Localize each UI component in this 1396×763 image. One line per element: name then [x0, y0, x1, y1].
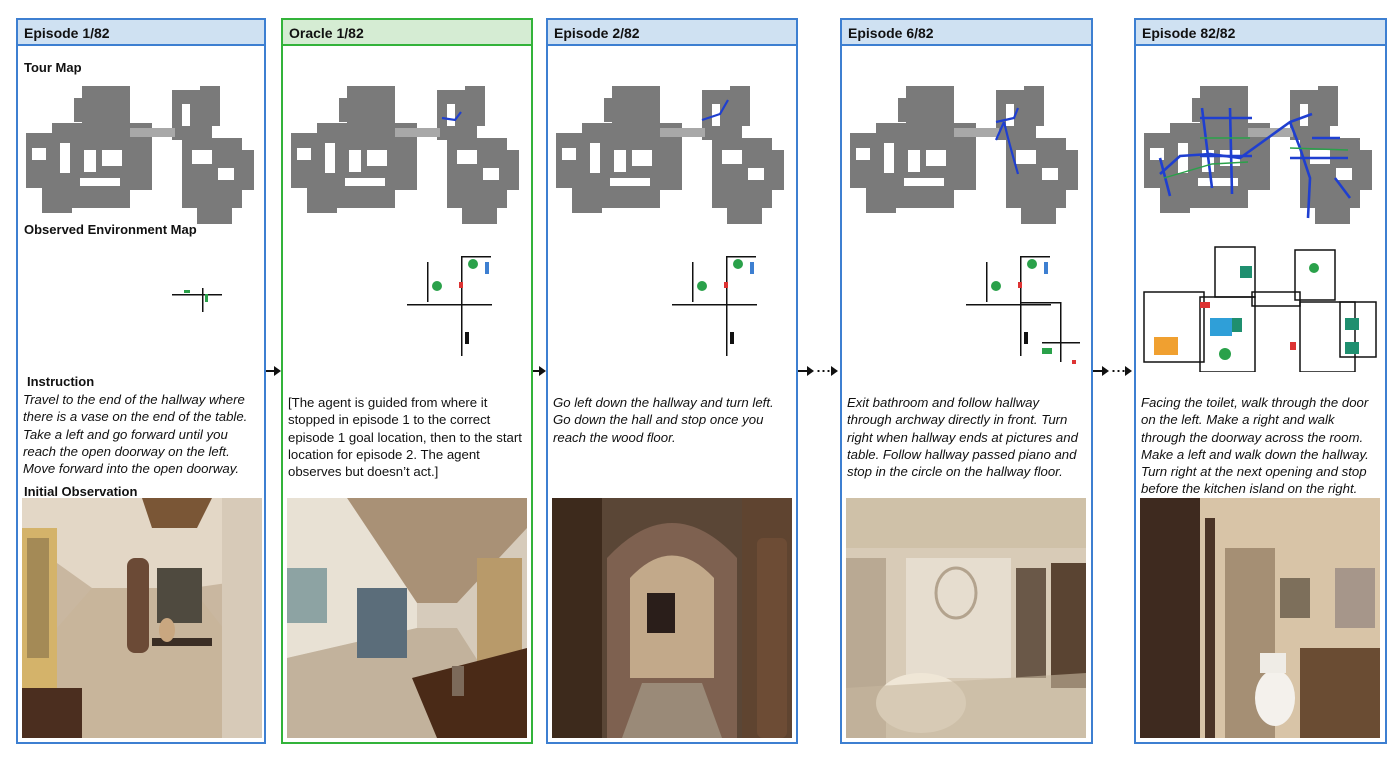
arrow-3-dotted	[798, 366, 840, 376]
panel-episode-2: Episode 2/82 Go left down the hallway an…	[546, 18, 798, 744]
observed-environment-map	[846, 242, 1086, 372]
observed-environment-map	[1143, 246, 1377, 372]
instruction-text: [The agent is guided from where it stopp…	[288, 395, 522, 480]
observed-map-label: Observed Environment Map	[24, 222, 197, 237]
instruction-text: Go left down the hallway and turn left. …	[553, 395, 774, 445]
initial-observation-image	[287, 498, 527, 738]
instruction-text: Facing the toilet, walk through the door…	[1141, 395, 1369, 497]
arrow-1	[266, 366, 281, 376]
tour-map	[850, 86, 1078, 224]
panel-episode-6: Episode 6/82 Exit bathroom and follow ha…	[840, 18, 1093, 744]
instruction-text: Exit bathroom and follow hallway through…	[847, 395, 1078, 480]
panel-title: Oracle 1/82	[283, 20, 531, 46]
initial-observation-image	[1140, 498, 1380, 738]
panel-title: Episode 1/82	[18, 20, 264, 46]
initial-observation-label: Initial Observation	[24, 484, 138, 499]
tour-map	[291, 86, 519, 224]
instruction-text: Travel to the end of the hallway where t…	[23, 392, 248, 477]
arrow-4-dotted	[1093, 366, 1134, 376]
instruction-label: Instruction	[27, 374, 95, 389]
initial-observation-image	[22, 498, 262, 738]
panel-episode-1: Episode 1/82 Tour Map Observed Environme…	[16, 18, 266, 744]
tour-map	[1144, 86, 1372, 224]
initial-observation-image	[846, 498, 1086, 738]
tour-map-label: Tour Map	[24, 60, 82, 75]
initial-observation-image	[552, 498, 792, 738]
observed-environment-map	[672, 256, 757, 356]
tour-map	[26, 86, 254, 224]
panel-title: Episode 6/82	[842, 20, 1091, 46]
tour-map	[556, 86, 784, 224]
panel-title: Episode 82/82	[1136, 20, 1385, 46]
arrow-2	[533, 366, 546, 376]
panel-episode-82: Episode 82/82 Facing the toilet, walk th…	[1134, 18, 1387, 744]
panel-oracle-1: Oracle 1/82 [The agent is guided from wh…	[281, 18, 533, 744]
observed-environment-map	[172, 288, 222, 312]
panel-title: Episode 2/82	[548, 20, 796, 46]
observed-environment-map	[407, 256, 492, 356]
